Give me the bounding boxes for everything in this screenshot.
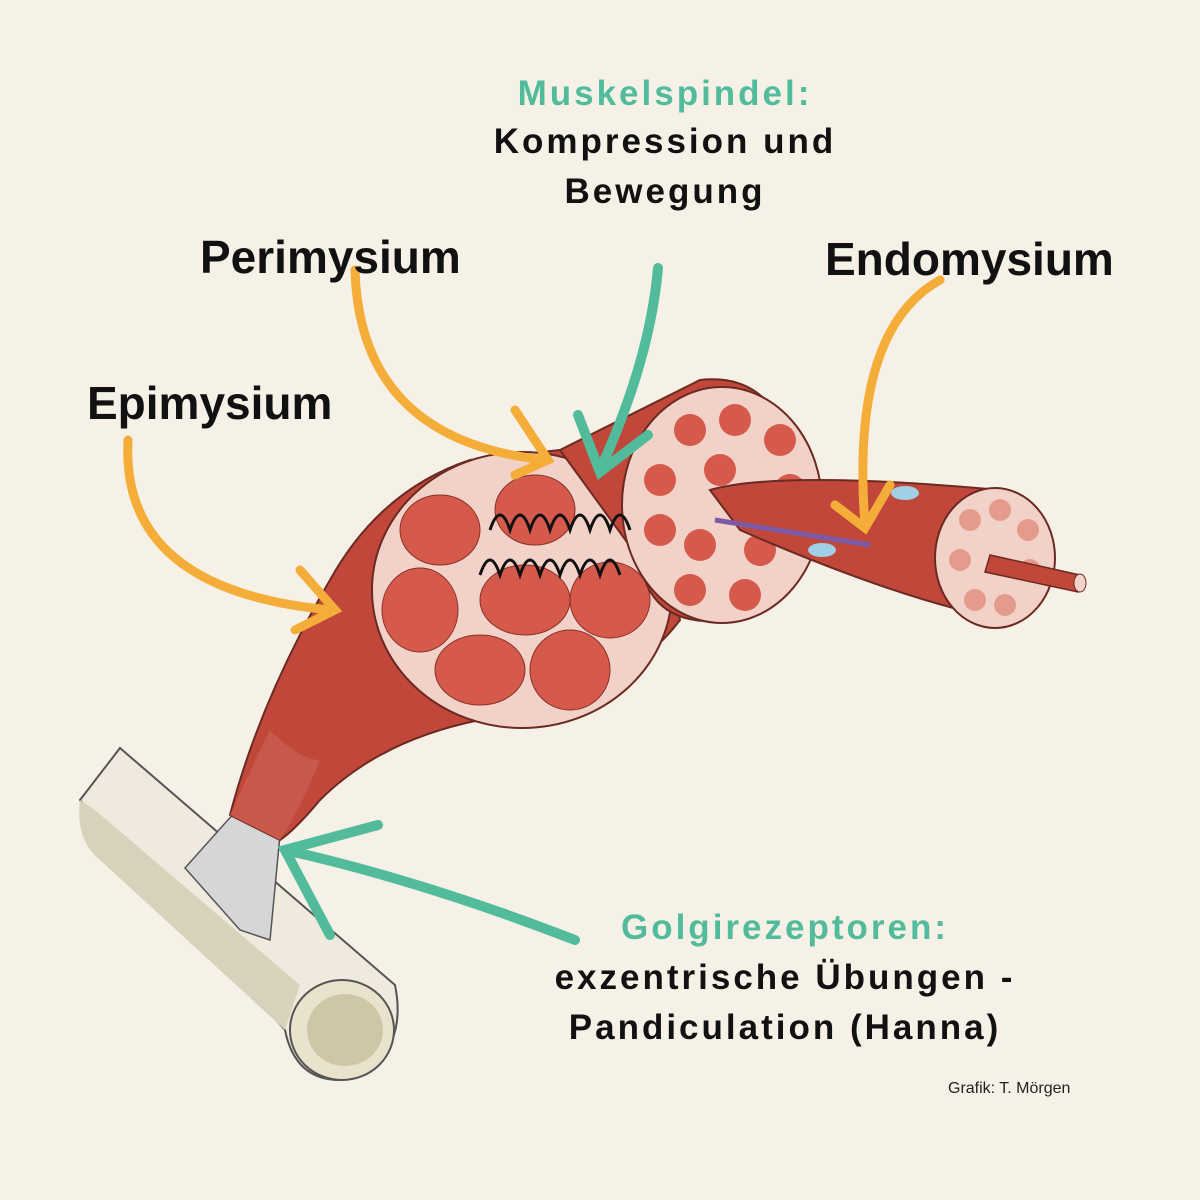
epimysium-label: Epimysium <box>87 377 333 429</box>
muskelspindel-line2: Bewegung <box>564 172 766 211</box>
muscle-spindle-coils <box>478 513 632 580</box>
endomysium-label: Endomysium <box>825 233 1114 285</box>
epimysium-arrow <box>123 435 343 635</box>
muskelspindel-title: Muskelspindel: <box>517 74 813 113</box>
credit: Grafik: T. Mörgen <box>948 1080 1071 1097</box>
tendon <box>183 811 281 942</box>
golgi-line1: exzentrische Übungen - <box>554 958 1016 997</box>
muscle-fiber <box>708 479 1087 629</box>
muscle-belly <box>228 448 682 842</box>
muskelspindel-line1: Kompression und <box>493 122 837 161</box>
perimysium-arrow <box>350 265 555 480</box>
golgi-arrow <box>277 820 580 945</box>
muskelspindel-arrow <box>573 263 663 481</box>
endomysium-arrow <box>830 275 945 535</box>
golgi-line2: Pandiculation (Hanna) <box>568 1008 1002 1047</box>
perimysium-label: Perimysium <box>200 231 461 283</box>
golgi-title: Golgirezeptoren: <box>620 908 950 947</box>
